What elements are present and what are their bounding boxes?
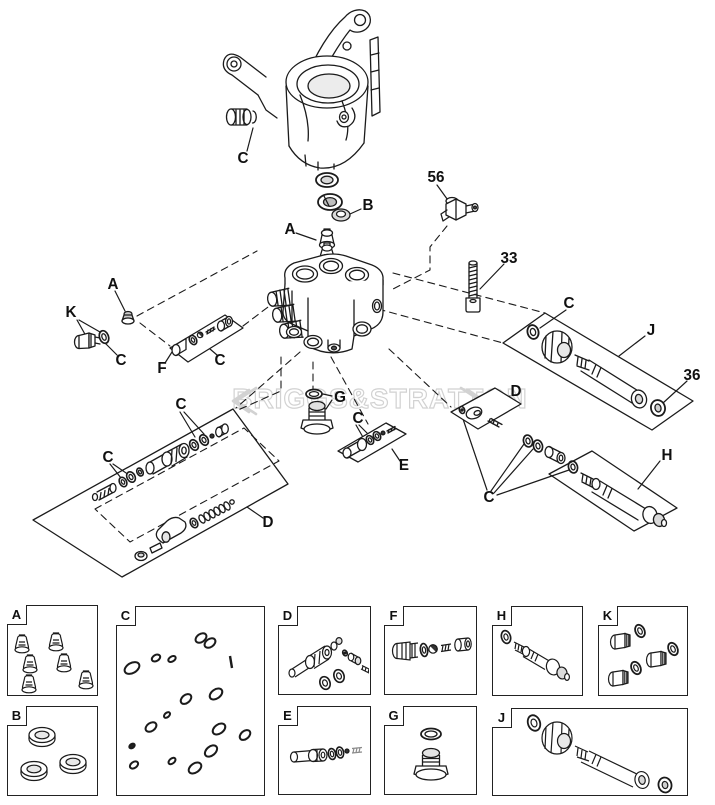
callout-label-g: G bbox=[334, 389, 346, 406]
g-fitting-drawing bbox=[300, 388, 334, 435]
leader-lines bbox=[76, 127, 688, 519]
kit-f-drawing bbox=[169, 314, 244, 363]
callout-label-33: 33 bbox=[500, 250, 518, 267]
callout-label-b: B bbox=[362, 197, 374, 214]
callout-label-a: A bbox=[107, 276, 119, 293]
kit-box-k-tab: K bbox=[598, 606, 618, 626]
kit-box-f-label: F bbox=[389, 608, 398, 623]
callout-label-a: A bbox=[284, 221, 296, 238]
kit-box-j: J bbox=[492, 708, 688, 796]
callout-label-c: C bbox=[115, 352, 127, 369]
kit-box-b: B bbox=[7, 706, 98, 796]
kit-box-a-label: A bbox=[11, 607, 22, 622]
callout-label-c: C bbox=[352, 410, 364, 427]
callout-label-e: E bbox=[398, 457, 410, 474]
crankcase-plug-drawing bbox=[225, 108, 257, 126]
callout-label-d: D bbox=[510, 383, 522, 400]
left-plug-group-drawing bbox=[73, 310, 135, 350]
kit-box-f: F bbox=[384, 606, 477, 695]
kit-box-f-tab: F bbox=[384, 606, 404, 626]
kit-box-e-tab: E bbox=[278, 706, 298, 726]
exploded-view-diagram: BRIGGS&STRATTON bbox=[32, 9, 701, 578]
cylinder-stub-2 bbox=[271, 303, 297, 323]
kit-e-drawing bbox=[337, 422, 407, 463]
kit-box-c-label: C bbox=[120, 608, 131, 623]
diagram-line-art bbox=[32, 9, 694, 578]
kit-box-b-tab: B bbox=[7, 706, 27, 726]
oring-chain-drawing bbox=[522, 434, 579, 474]
kit-box-b-label: B bbox=[11, 708, 22, 723]
callout-label-c: C bbox=[237, 150, 249, 167]
callout-label-c: C bbox=[563, 295, 575, 312]
kit-d-left-drawing bbox=[32, 408, 289, 578]
manifold-drawing bbox=[266, 242, 384, 354]
callout-label-c: C bbox=[175, 396, 187, 413]
kit-box-a: A bbox=[7, 605, 98, 696]
cylinder-stub-1 bbox=[266, 287, 292, 307]
kit-box-g-tab: G bbox=[384, 706, 404, 726]
callout-label-k: K bbox=[65, 304, 77, 321]
kit-box-e-label: E bbox=[283, 708, 292, 723]
bolt-drawing bbox=[465, 260, 481, 313]
callout-label-c: C bbox=[214, 352, 226, 369]
kit-box-j-label: J bbox=[497, 710, 506, 725]
callout-label-d: D bbox=[262, 514, 274, 531]
kit-box-g: G bbox=[384, 706, 477, 795]
spring-coil bbox=[198, 501, 231, 524]
callout-label-c: C bbox=[483, 489, 495, 506]
kit-box-h-tab: H bbox=[492, 606, 512, 626]
kit-box-h-label: H bbox=[496, 608, 507, 623]
kit-h-drawing bbox=[548, 450, 678, 532]
callout-label-f: F bbox=[157, 360, 167, 377]
kit-box-h: H bbox=[492, 606, 583, 696]
kit-box-e: E bbox=[278, 706, 371, 795]
pump-housing-drawing bbox=[222, 9, 381, 171]
kit-box-a-tab: A bbox=[7, 605, 27, 625]
kit-box-g-label: G bbox=[388, 708, 399, 723]
kit-d-right-drawing bbox=[450, 387, 522, 430]
thermal-relief-valve-drawing bbox=[440, 196, 479, 222]
kit-box-d-label: D bbox=[282, 608, 293, 623]
callout-label-j: J bbox=[646, 322, 656, 339]
callout-label-h: H bbox=[661, 447, 673, 464]
seal-stack-drawing bbox=[315, 172, 351, 250]
callout-label-56: 56 bbox=[427, 169, 445, 186]
kit-box-c: C bbox=[116, 606, 265, 796]
kit-box-j-tab: J bbox=[492, 708, 512, 728]
kit-box-c-tab: C bbox=[116, 606, 136, 626]
kit-j-drawing bbox=[502, 312, 694, 431]
kit-box-k-label: K bbox=[602, 608, 613, 623]
kit-box-d-tab: D bbox=[278, 606, 298, 626]
kit-box-k: K bbox=[598, 606, 688, 696]
callout-label-36: 36 bbox=[683, 367, 701, 384]
kit-box-d: D bbox=[278, 606, 371, 695]
callout-label-c: C bbox=[102, 449, 114, 466]
